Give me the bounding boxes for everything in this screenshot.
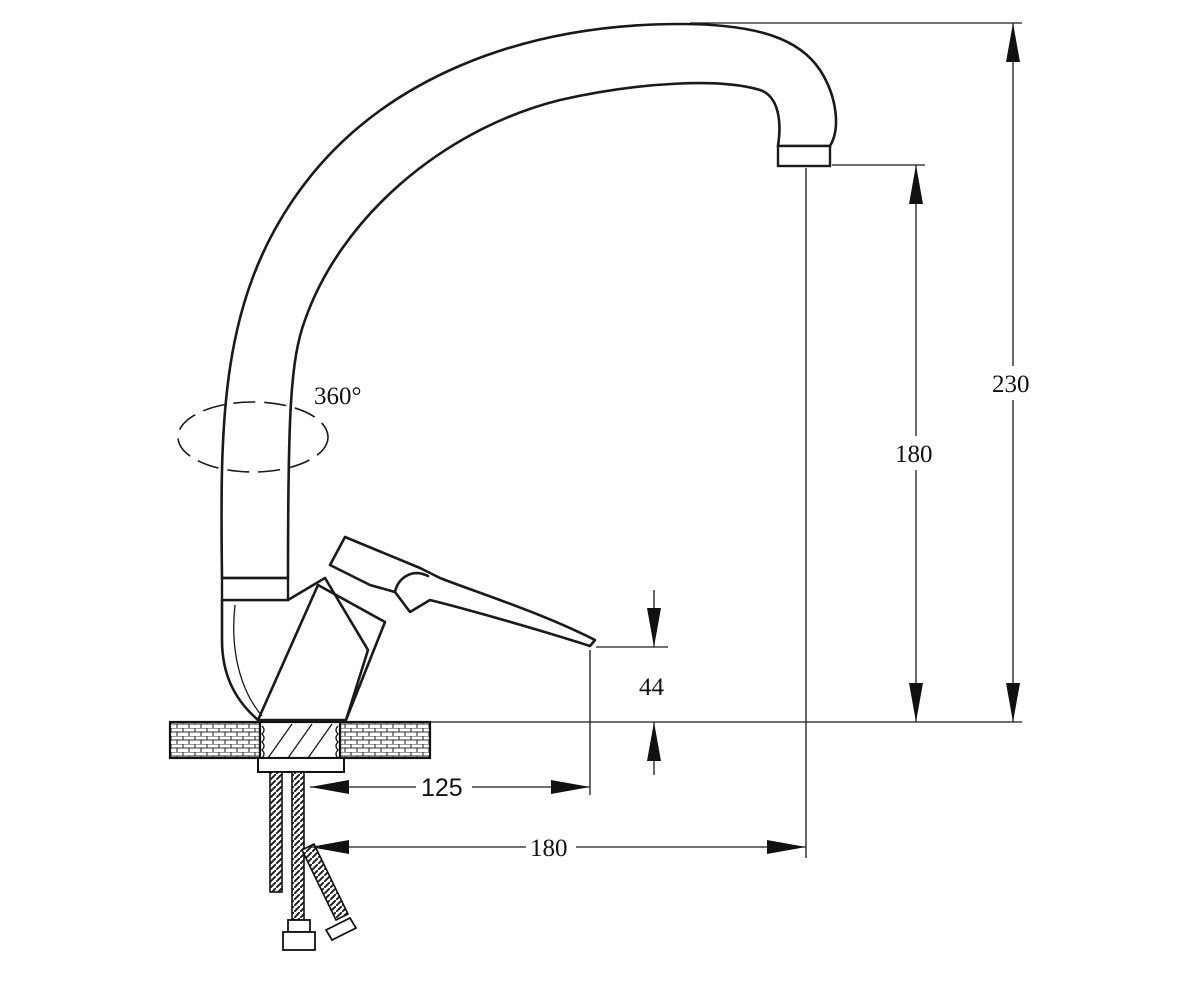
dimension-spout-height: 180 (893, 165, 939, 722)
spout-height-value: 180 (895, 441, 933, 468)
faucet-body (220, 576, 387, 722)
spout (220, 22, 838, 580)
mounting-shank (257, 720, 345, 773)
total-height-value: 230 (992, 371, 1030, 398)
lever-reach-value: 125 (421, 774, 463, 802)
extension-lines (430, 22, 1022, 858)
dimension-spout-reach: 180 (310, 830, 806, 862)
countertop (168, 720, 432, 760)
dimension-total-height: 230 (990, 23, 1036, 722)
spout-reach-value: 180 (530, 835, 568, 862)
rotation-label: 360° (314, 383, 362, 410)
dimension-lever-reach: 125 (310, 770, 590, 802)
lever-height-value: 44 (639, 674, 665, 701)
lever-handle (328, 535, 597, 648)
rotation-ellipse (177, 401, 329, 473)
dimension-lever-height: 44 (639, 590, 665, 775)
supply-hoses (269, 771, 358, 951)
